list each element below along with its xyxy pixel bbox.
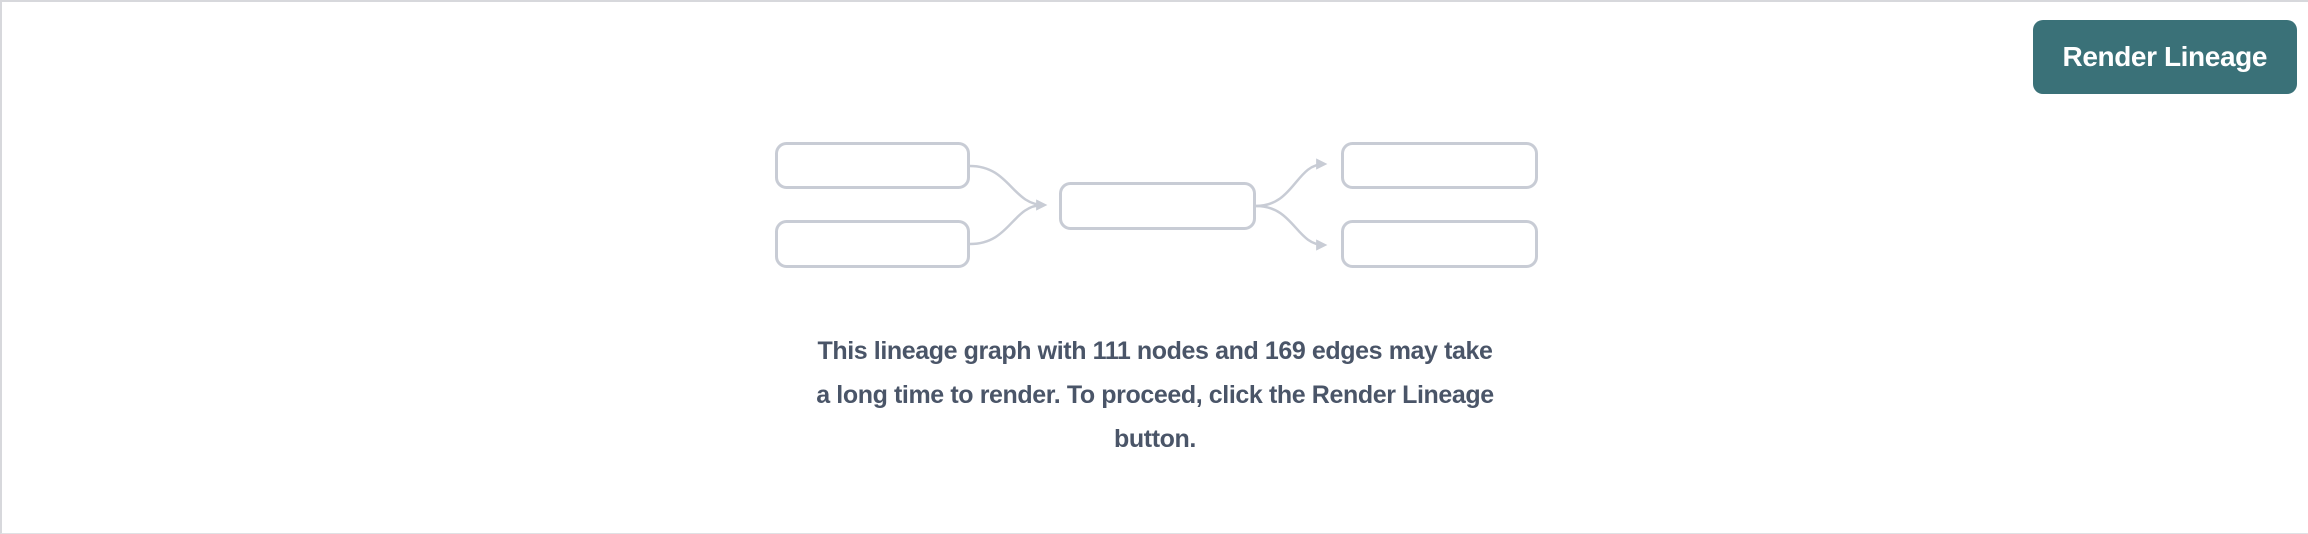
placeholder-edge-right-top [1255,158,1328,208]
placeholder-edge-right-bottom [1255,204,1328,251]
placeholder-node-right-bottom [1341,220,1538,268]
message-line-3: button. [1114,425,1196,453]
lineage-placeholder-diagram [775,142,1538,268]
message-line-2: a long time to render. To proceed, click… [816,381,1494,409]
render-lineage-button[interactable]: Render Lineage [2032,20,2297,94]
placeholder-edge-left-bottom [969,203,1043,246]
placeholder-edge-left-top [969,164,1048,211]
placeholder-node-right-top [1341,142,1538,189]
placeholder-node-middle [1059,182,1256,230]
placeholder-node-left-top [775,142,970,189]
message-line-1: This lineage graph with 111 nodes and 16… [817,337,1493,365]
placeholder-node-left-bottom [775,220,970,268]
lineage-warning-message: This lineage graph with 111 nodes and 16… [2,329,2308,461]
